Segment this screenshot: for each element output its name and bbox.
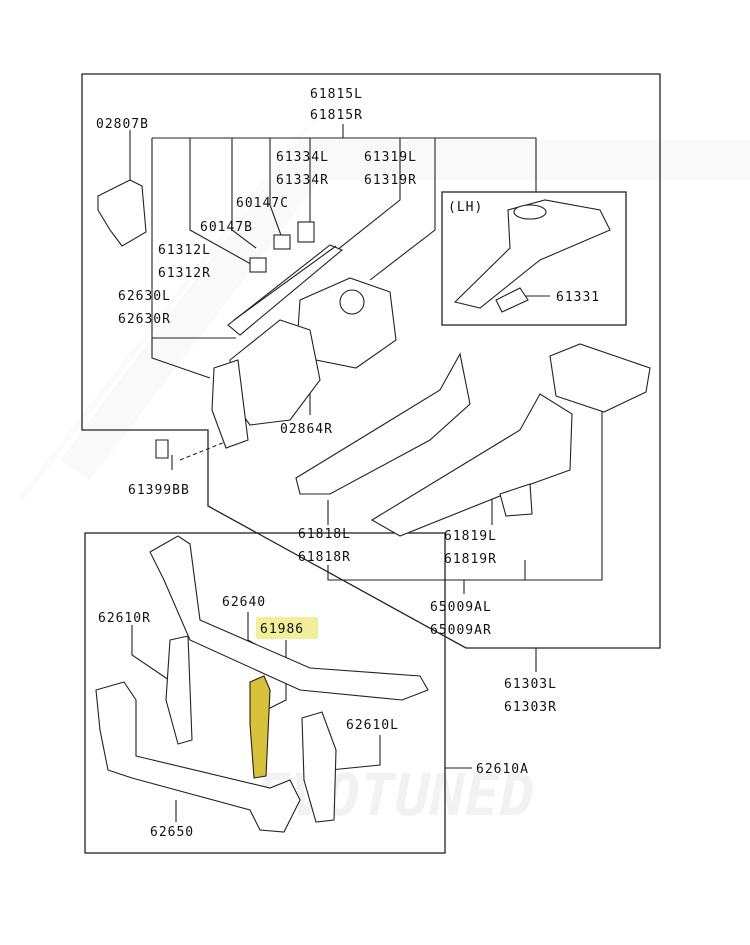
label-61818R[interactable]: 61818R [298, 550, 351, 565]
label-61334R[interactable]: 61334R [276, 173, 329, 188]
part-drawings [95, 179, 651, 833]
part-61818 [295, 352, 471, 495]
part-60147C [273, 234, 291, 250]
label-61986[interactable]: 61986 [260, 622, 304, 637]
label-65009AL[interactable]: 65009AL [430, 600, 492, 615]
part-61399BB [155, 439, 169, 459]
label-61319R[interactable]: 61319R [364, 173, 417, 188]
label-61319L[interactable]: 61319L [364, 150, 417, 165]
part-61312 [227, 244, 344, 336]
label-61399BB[interactable]: 61399BB [128, 483, 190, 498]
part-62650 [95, 681, 301, 833]
label-61331[interactable]: 61331 [556, 290, 600, 305]
label-62640[interactable]: 62640 [222, 595, 266, 610]
label-61819L[interactable]: 61819L [444, 529, 497, 544]
part-61334 [297, 221, 315, 243]
part-65009 [549, 343, 651, 413]
label-61303R[interactable]: 61303R [504, 700, 557, 715]
label-61818L[interactable]: 61818L [298, 527, 351, 542]
upper-group-frame [81, 73, 661, 649]
label-61819R[interactable]: 61819R [444, 552, 497, 567]
label-62610A[interactable]: 62610A [476, 762, 529, 777]
part-02807B [97, 179, 147, 247]
part-60147B [249, 257, 267, 273]
part-62640 [149, 535, 429, 701]
part-labels: 61815L 61815R 02807B 61334L 61334R 61319… [96, 87, 600, 840]
part-61331 [495, 287, 529, 313]
label-60147B[interactable]: 60147B [200, 220, 253, 235]
label-62630L[interactable]: 62630L [118, 289, 171, 304]
leader-lines [129, 124, 603, 822]
part-61819 [370, 393, 573, 537]
label-61312R[interactable]: 61312R [158, 266, 211, 281]
part-lh [453, 199, 611, 309]
label-62610L[interactable]: 62610L [346, 718, 399, 733]
label-61815R[interactable]: 61815R [310, 108, 363, 123]
label-61312L[interactable]: 61312L [158, 243, 211, 258]
label-65009AR[interactable]: 65009AR [430, 623, 492, 638]
label-62630R[interactable]: 62630R [118, 312, 171, 327]
part-62610L [301, 711, 337, 823]
label-02864R[interactable]: 02864R [280, 422, 333, 437]
part-02864R [211, 359, 249, 449]
label-lh: (LH) [448, 200, 483, 215]
part-61986 [249, 675, 271, 779]
label-62650[interactable]: 62650 [150, 825, 194, 840]
label-61334L[interactable]: 61334L [276, 150, 329, 165]
label-61815L[interactable]: 61815L [310, 87, 363, 102]
part-62610R [165, 635, 193, 745]
highlight-61986-bg [256, 617, 318, 639]
label-02807B[interactable]: 02807B [96, 117, 149, 132]
svg-text:EVOTUNED: EVOTUNED [255, 761, 534, 829]
label-62610R[interactable]: 62610R [98, 611, 151, 626]
lh-inset-frame [441, 191, 627, 326]
label-61303L[interactable]: 61303L [504, 677, 557, 692]
lower-group-frame [84, 532, 446, 854]
label-60147C[interactable]: 60147C [236, 196, 289, 211]
